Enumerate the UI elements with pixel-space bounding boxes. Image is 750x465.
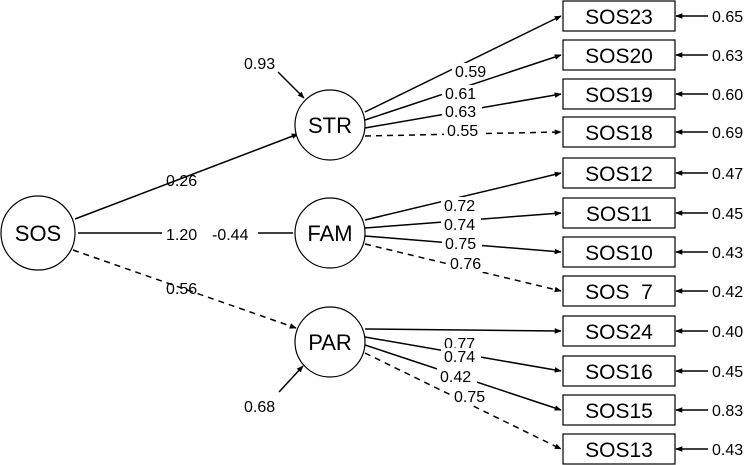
- indicator-box: [562, 116, 676, 148]
- error-label: 0.47: [712, 166, 743, 183]
- indicator-box: [562, 0, 676, 32]
- error-label: 0.43: [712, 442, 743, 459]
- error-label: 0.63: [712, 48, 743, 65]
- loading-label-background: [444, 122, 484, 139]
- indicator-node[interactable]: SOS23: [562, 0, 676, 32]
- loading-label: 0.75: [445, 236, 476, 253]
- loading-path: [364, 171, 562, 221]
- error-label: 0.83: [712, 403, 743, 420]
- indicator-box: [562, 236, 676, 268]
- latent-node-str[interactable]: STR: [294, 89, 366, 161]
- loading-label-background: [442, 85, 482, 102]
- latent-node-par[interactable]: PAR: [294, 306, 366, 378]
- indicator-label: SOS18: [585, 122, 653, 145]
- indicator-box: [562, 197, 676, 229]
- indicator-node[interactable]: SOS20: [562, 39, 676, 71]
- loading-label: 0.55: [447, 123, 478, 140]
- error-label: 0.40: [712, 324, 743, 341]
- indicator-label: SOS23: [585, 6, 653, 29]
- latent-label-str: STR: [308, 113, 352, 138]
- error-label: 0.45: [712, 206, 743, 223]
- loading-label-background: [441, 216, 481, 233]
- indicator-box: [562, 394, 676, 426]
- indicator-node[interactable]: SOS 7: [562, 275, 676, 307]
- loading-label: 0.75: [454, 389, 485, 406]
- residual-arrow-str: [277, 71, 305, 99]
- latent-node-fam[interactable]: FAM: [294, 197, 366, 269]
- latent-node-sos[interactable]: SOS: [0, 195, 76, 271]
- indicator-box: [562, 39, 676, 71]
- loading-label: 0.74: [444, 217, 475, 234]
- loading-label-background: [442, 103, 482, 120]
- indicator-node[interactable]: SOS19: [562, 78, 676, 110]
- indicator-label: SOS15: [585, 400, 653, 423]
- loading-label: 0.72: [444, 198, 475, 215]
- loading-label-background: [447, 255, 487, 272]
- loading-path: [364, 352, 562, 450]
- loading-label-background: [441, 348, 481, 365]
- indicator-label: SOS24: [585, 321, 653, 344]
- loading-label-str: 0.26: [166, 173, 197, 190]
- indicator-box: [562, 275, 676, 307]
- loading-label: 0.61: [445, 86, 476, 103]
- loading-label-background: [441, 197, 481, 214]
- indicator-label: SOS11: [586, 203, 652, 226]
- loading-label: 0.74: [444, 349, 475, 366]
- error-label: 0.42: [712, 284, 743, 301]
- error-label: 0.69: [712, 125, 743, 142]
- indicator-label: SOS16: [585, 361, 653, 384]
- residual-label-str: 0.93: [244, 56, 275, 73]
- loading-label-fam: 1.20: [166, 227, 197, 244]
- indicator-node[interactable]: SOS15: [562, 394, 676, 426]
- latent-label-fam: FAM: [307, 221, 352, 246]
- loading-label-background: [452, 63, 492, 80]
- loading-label: 0.42: [440, 369, 471, 386]
- indicator-label: SOS13: [585, 439, 653, 462]
- indicator-label: SOS10: [585, 242, 653, 265]
- indicator-label: SOS20: [585, 45, 653, 68]
- indicator-node[interactable]: SOS24: [562, 315, 676, 347]
- indicator-box: [562, 157, 676, 189]
- indicator-box: [562, 78, 676, 110]
- loading-label-background: [441, 335, 481, 352]
- indicator-node[interactable]: SOS18: [562, 116, 676, 148]
- loading-label: 0.63: [445, 104, 476, 121]
- indicator-label: SOS19: [585, 84, 653, 107]
- indicator-label: SOS 7: [585, 281, 653, 304]
- indicator-box: [562, 433, 676, 465]
- loading-label: 0.76: [450, 256, 481, 273]
- residual-label-par: 0.68: [244, 399, 275, 416]
- indicator-node[interactable]: SOS11: [562, 197, 676, 229]
- loading-label: 0.59: [455, 64, 486, 81]
- residual-label-fam: -0.44: [212, 227, 249, 244]
- indicator-box: [562, 315, 676, 347]
- loading-label-background: [451, 388, 491, 405]
- error-label: 0.65: [712, 9, 743, 26]
- indicator-node[interactable]: SOS13: [562, 433, 676, 465]
- loading-label-background: [442, 235, 482, 252]
- error-label: 0.43: [712, 245, 743, 262]
- latent-label-sos: SOS: [15, 221, 61, 246]
- indicator-box: [562, 355, 676, 387]
- residual-arrow-par: [278, 365, 304, 393]
- error-label: 0.45: [712, 364, 743, 381]
- indicator-node[interactable]: SOS12: [562, 157, 676, 189]
- indicator-node[interactable]: SOS16: [562, 355, 676, 387]
- error-label: 0.60: [712, 87, 743, 104]
- path-sos-str: [74, 133, 299, 220]
- loading-label-par: 0.56: [166, 281, 197, 298]
- indicator-label: SOS12: [585, 163, 653, 186]
- latent-label-par: PAR: [308, 330, 352, 355]
- indicator-node[interactable]: SOS10: [562, 236, 676, 268]
- loading-label-background: [437, 368, 477, 385]
- loading-path: [364, 328, 562, 334]
